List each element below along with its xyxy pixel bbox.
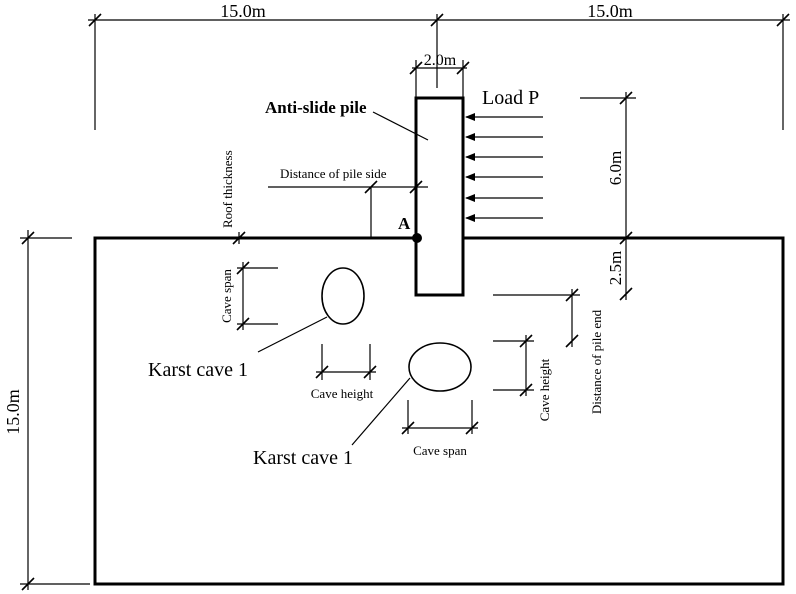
roof-thickness-label: Roof thickness [220,150,235,228]
distance-pile-side-label: Distance of pile side [280,166,387,181]
pile-above-ground-label: 6.0m [606,151,625,185]
top-right-width-label: 15.0m [587,1,633,21]
karst-cave-2 [408,342,472,392]
cave2-height-dimension: Cave height [493,334,552,421]
cave1-span-label: Cave span [219,269,234,323]
load-label: Load P [482,87,539,109]
karst-cave-1 [321,267,365,325]
cave1-span-dimension: Cave span [219,261,278,331]
pile-below-ground-label: 2.5m [606,251,625,285]
cave2-leader-line [351,377,411,446]
pile-end-distance: Distance of pile end [493,288,604,414]
top-left-width-label: 15.0m [220,1,266,21]
anti-slide-pile [414,96,465,297]
distance-pile-end-label: Distance of pile end [589,309,604,414]
cave2-height-label: Cave height [537,358,552,421]
left-height-label: 15.0m [3,389,23,435]
top-dimension: 15.0m 15.0m [88,1,790,130]
cave2-span-dimension: Cave span [401,400,479,458]
right-dimension: 6.0m 2.5m [580,91,636,301]
point-a-label: A [398,214,411,233]
point-a-marker [412,233,422,243]
pile-side-distance: Distance of pile side [268,166,428,238]
pile-width-label: 2.0m [424,52,457,69]
cave2-span-label: Cave span [413,443,467,458]
pile-leader-line [372,111,429,141]
anti-slide-pile-label: Anti-slide pile [265,98,367,117]
roof-thickness-dimension: Roof thickness [220,150,246,245]
load-arrows [465,113,543,222]
cave1-height-label: Cave height [311,386,374,401]
left-dimension: 15.0m [3,230,90,591]
cave1-name-label: Karst cave 1 [148,359,248,381]
soil-body [93,236,785,586]
cave1-height-dimension: Cave height [311,344,377,401]
pile-width-dimension: 2.0m [409,52,470,97]
cave2-name-label: Karst cave 1 [253,447,353,469]
cave1-leader-line [257,316,328,353]
